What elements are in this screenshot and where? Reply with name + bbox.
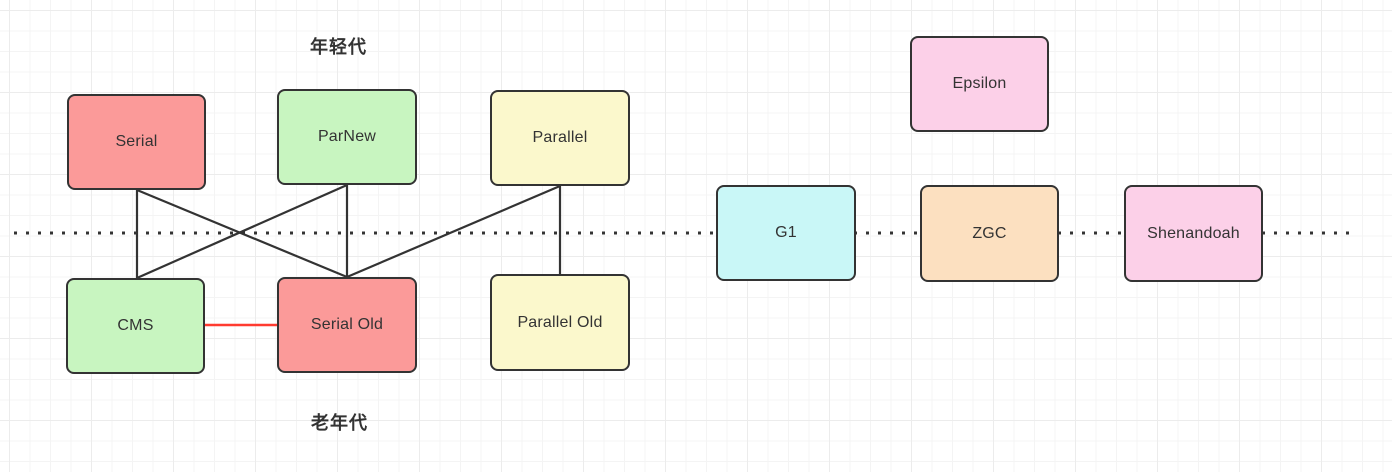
node-label: CMS — [117, 317, 154, 334]
node-shenandoah[interactable]: Shenandoah — [1124, 185, 1263, 282]
node-label: ParNew — [317, 128, 377, 145]
node-serial[interactable]: Serial — [67, 94, 206, 190]
node-label: Serial Old — [310, 316, 384, 333]
node-label: Shenandoah — [1147, 224, 1240, 242]
node-serial-old[interactable]: Serial Old — [277, 277, 417, 373]
old-generation-label: 老年代 — [311, 413, 368, 434]
node-label: ZGC — [972, 224, 1007, 242]
node-cms[interactable]: CMS — [66, 278, 205, 374]
node-epsilon[interactable]: Epsilon — [910, 36, 1049, 132]
young-generation-label: 年轻代 — [310, 37, 367, 58]
node-zgc[interactable]: ZGC — [920, 185, 1059, 282]
node-label: Parallel — [532, 129, 588, 146]
edge-serial-serialold — [136, 188, 348, 279]
node-label: Serial — [115, 133, 158, 150]
edge-parallel-serialold — [346, 184, 561, 279]
node-parallel-old[interactable]: Parallel Old — [490, 274, 630, 371]
node-parallel[interactable]: Parallel — [490, 90, 630, 186]
node-g1[interactable]: G1 — [716, 185, 856, 281]
edge-parnew-cms — [136, 183, 348, 280]
node-parnew[interactable]: ParNew — [277, 89, 417, 185]
node-label: Epsilon — [952, 75, 1007, 92]
node-label: Parallel Old — [517, 313, 603, 331]
node-label: G1 — [775, 224, 797, 241]
